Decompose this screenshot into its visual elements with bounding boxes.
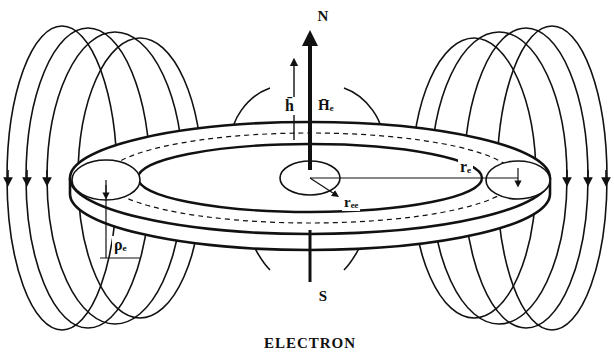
inner-radius-label: rₑₑ <box>342 194 360 211</box>
radius-label: rₑ <box>458 158 473 176</box>
tube-radius-label: ρₑ <box>112 236 129 254</box>
north-pole-label: N <box>316 8 331 25</box>
south-pole-label: S <box>317 288 329 305</box>
magnetic-moment-label: H̄ₑ <box>316 97 336 114</box>
figure-caption: ELECTRON <box>264 335 356 352</box>
magnetic-axis <box>294 38 310 282</box>
spin-vector-label: h̄ <box>283 97 296 115</box>
